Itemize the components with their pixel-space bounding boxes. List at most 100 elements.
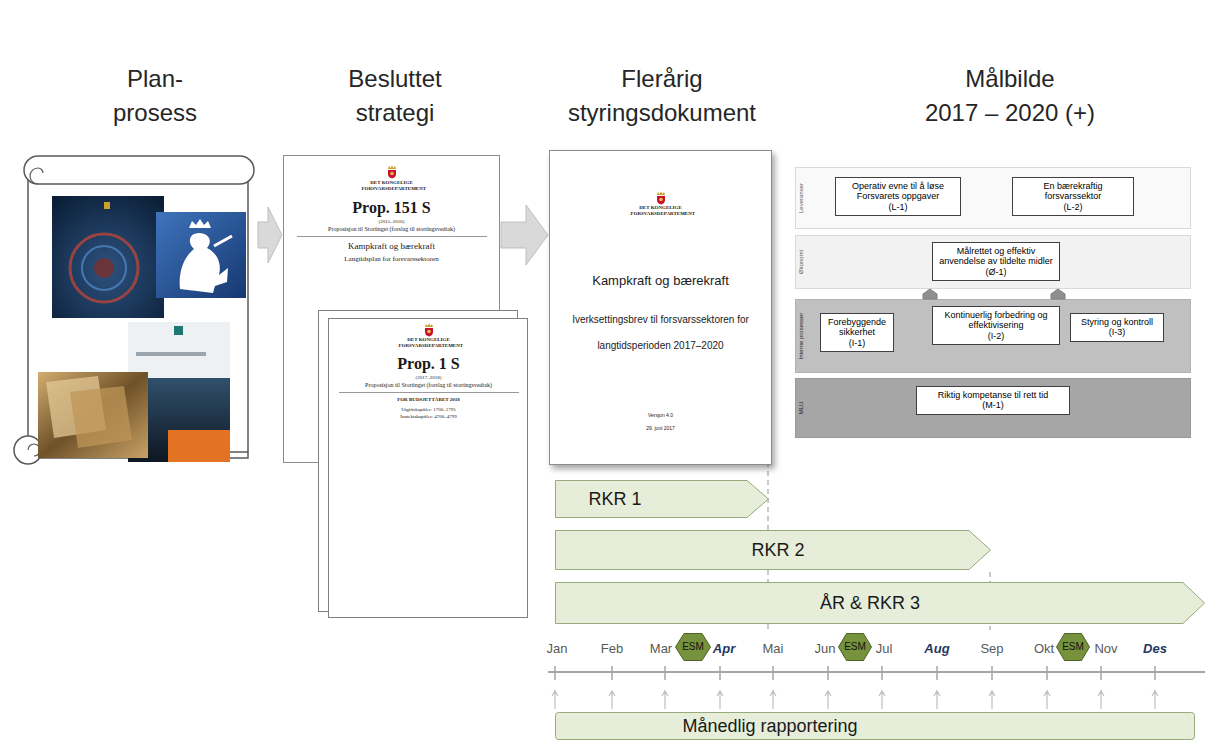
month-label: Feb [601,641,623,657]
node-text: Iverksettingsbrev til forsvarssektoren f… [561,307,761,359]
objective-box: Forebyggende sikkerhet(I-1) [820,313,894,352]
timeline-axis [548,671,1205,673]
crest-crown [425,324,433,328]
month-label: Okt [1034,641,1054,657]
scorecard-band: Økonomi Målrettet og effektiv anvendelse … [795,235,1191,289]
month-label: Jun [815,641,836,657]
lion-crown [189,219,211,228]
scroll-illustration [14,156,254,464]
scorecard-band: Interne prosesserForebyggende sikkerhet(… [795,299,1191,373]
meeting-hexagon: ESM [838,633,872,661]
period-arrow-fill [556,583,1205,624]
label-holder: Feb [592,639,632,657]
node-text: Målrettet og effektiv anvendelse av tild… [937,246,1055,267]
node-text: En bærekraftig forsvarssektor [1017,181,1129,202]
month-label: Sep [980,641,1003,657]
column-heading: Plan- prosess [95,62,215,130]
node-text: Kampkraft og bærekraft [550,273,771,289]
month-label: Jul [876,641,893,657]
node-text: (L-2) [1017,202,1129,212]
period-bar: RKR 1 [555,480,769,518]
node-text: Prop. 1 S [328,354,529,373]
reporting-bar: Månedlig rapportering [555,712,1195,740]
month-label: Nov [1094,641,1117,657]
node-text: (L-1) [840,202,956,212]
node-text: (I-3) [1075,327,1159,337]
month-label: Apr [713,641,735,657]
flow-arrow [258,207,282,263]
period-arrow-shape [555,480,769,518]
label-holder: Mai [753,639,793,657]
band-ground [796,168,1191,229]
node-text: RKR 1 [588,480,641,518]
node-text: Utgiftskapitler: 1700–1795 [328,407,529,413]
documents-photo [38,372,148,458]
objective-box: En bærekraftig forsvarssektor(L-2) [1012,177,1134,216]
node-text: DET KONGELIGE FORSVARSDEPARTEMENT [399,337,459,349]
cause-arrow [923,289,937,299]
hexagon-fill [839,634,872,661]
node-text: FOR BUDSJETTÅRET 2018 [328,397,529,403]
scorecard-band: MLURiktig kompetanse til rett tid(M-1) [795,378,1191,438]
node-text: Kampkraft og bærekraft [284,241,499,252]
lion-axe [214,236,232,246]
band-ground [796,300,1191,373]
band-ground [796,379,1191,438]
column-heading: 2017 – 2020 (+) [925,96,1095,130]
cover-band [168,430,230,462]
node-text: (Ø-1) [937,267,1055,277]
label-holder: Jan [537,639,577,657]
objective-box: Kontinuerlig forbedring og effektiviseri… [932,306,1060,345]
band-ground [796,236,1191,289]
node-text: Forebyggende sikkerhet [825,317,889,338]
reporting-bar-shape [555,712,1195,740]
node-text: ÅR & RKR 3 [820,582,920,624]
crest-lion [390,172,394,176]
label-holder: 2017 – 2020 (+) [900,96,1120,130]
label-holder: Mar [641,639,681,657]
node-text: ESM [682,642,704,652]
month-label: Mai [763,641,784,657]
meeting-hexagon: ESM [675,633,711,661]
label-holder: Sep [972,639,1012,657]
objective-box: Operativ evne til å løse Forsvarets oppg… [835,177,961,216]
crest-shield [388,170,396,179]
cover-crest [104,202,110,209]
node-text: Proposisjon til Stortinget (forslag til … [339,382,519,393]
scroll-top-roll [24,156,254,184]
node-text: Langtidsplan for forsvarssektoren [284,255,499,263]
crest-icon [423,323,435,337]
label-holder: Nov [1086,639,1126,657]
node-text: Prop. 151 S [284,198,499,217]
scroll-curl [30,168,43,184]
column-heading: Flerårig styringsdokument [537,62,787,130]
report-arrow [552,691,1158,709]
label-holder: Des [1135,639,1175,657]
month-label: Mar [650,641,672,657]
crest-icon [655,191,667,205]
cover-art [82,246,126,290]
node-text: Interne prosesser [797,299,806,373]
month-label: Jan [547,641,568,657]
cover-art [94,258,114,278]
period-arrow-fill [556,531,991,570]
label-holder: Jul [864,639,904,657]
node-text: Versjon 4.0 [550,412,771,418]
node-text: (2015–2016) [284,219,499,225]
node-text: DET KONGELIGE FORSVARSDEPARTEMENT [362,180,422,192]
cover-art [70,234,138,302]
node-text: Kontinuerlig forbedring og effektiviseri… [937,310,1055,331]
node-text: Økonomi [797,235,806,289]
documents-photo [70,386,132,448]
node-text: (M-1) [921,400,1065,410]
crest-icon [386,165,398,179]
node-text: RKR 2 [751,530,804,570]
label-holder: Okt [1024,639,1064,657]
label-holder: Jun [805,639,845,657]
label-holder: Besluttet strategi [330,62,460,130]
node-text: Styring og kontroll [1075,317,1159,327]
crest-crown [657,192,665,196]
crest-lion [427,330,431,334]
label-holder: Plan- prosess [95,62,215,130]
